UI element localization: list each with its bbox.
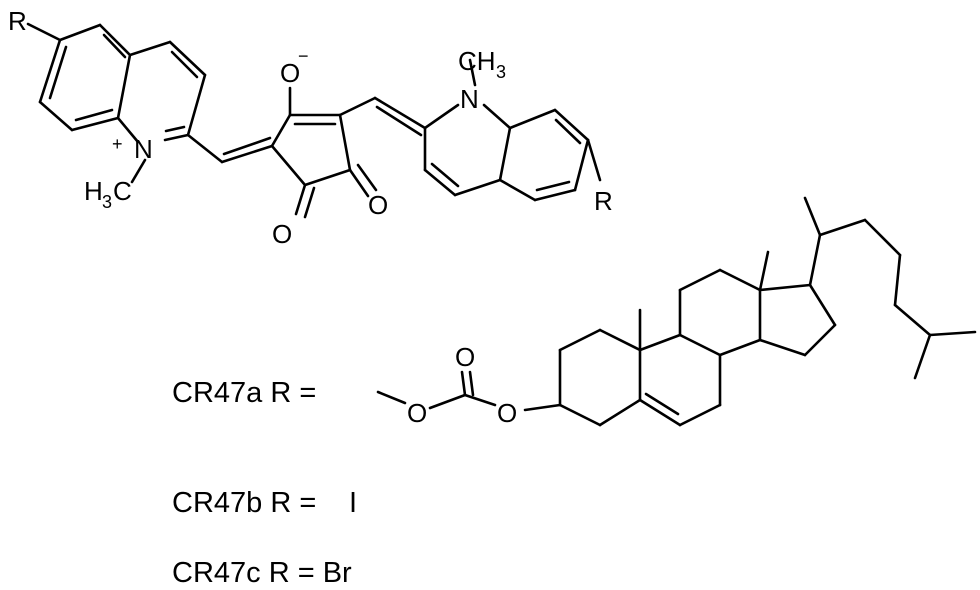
right-quinoline (423, 58, 602, 202)
oxygen-ester-1: O (407, 398, 427, 428)
methyl-left-c: C (113, 176, 132, 206)
cr47b-label: CR47b R = (172, 487, 316, 519)
oxygen-carbonyl: O (455, 342, 475, 372)
minus-charge: − (298, 46, 309, 66)
cr47c-label: CR47c R = Br (172, 557, 352, 589)
oxygen-bottom: O (272, 219, 292, 249)
r-label-left: R (8, 6, 27, 36)
r-label-right: R (594, 186, 613, 216)
oxygen-right: O (368, 190, 388, 220)
nitrogen-right: N (460, 84, 479, 114)
cholesteryl-steroid (376, 196, 977, 427)
left-quinolinium (26, 22, 274, 184)
methyl-right: CH (458, 46, 496, 76)
oxygen-anion: O (280, 58, 300, 88)
oxygen-ester-2: O (497, 398, 517, 428)
methyl-left-h: H (84, 176, 103, 206)
methyl-right-sub: 3 (496, 62, 506, 82)
methyl-left-sub: 3 (102, 192, 112, 212)
nitrogen-left: N (134, 134, 153, 164)
plus-charge: + (112, 134, 123, 154)
cyclopentene-core (270, 86, 427, 219)
cr47b-value: I (349, 487, 357, 519)
cr47a-label: CR47a R = (172, 377, 316, 409)
